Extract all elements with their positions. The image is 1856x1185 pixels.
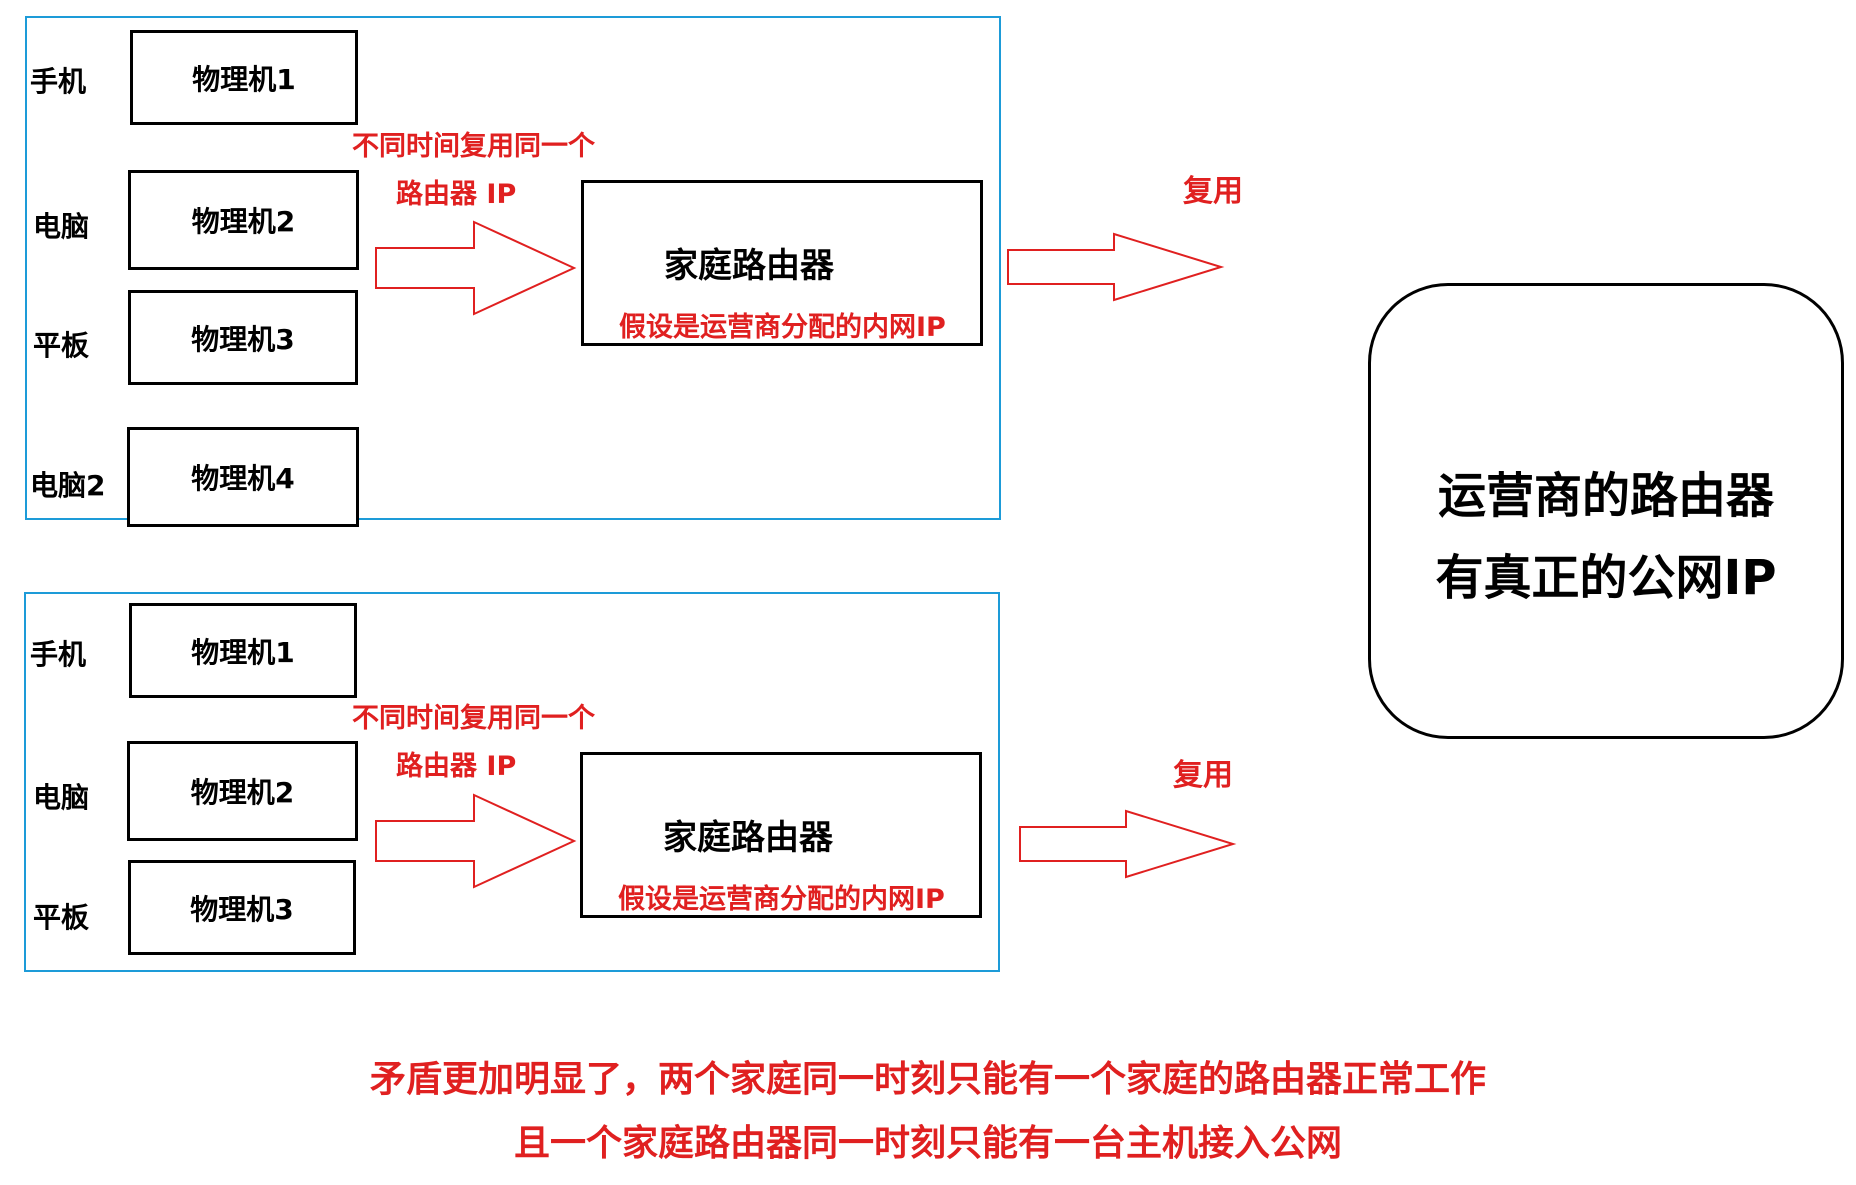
physical-machine-2: 物理机2	[127, 741, 358, 841]
home-router-1: 家庭路由器 假设是运营商分配的内网IP	[581, 180, 983, 346]
home-network-group-2	[24, 592, 1000, 972]
physical-machine-4: 物理机4	[127, 427, 359, 527]
home-router-2: 家庭路由器 假设是运营商分配的内网IP	[580, 752, 982, 918]
physical-machine-1: 物理机1	[130, 30, 358, 125]
physical-machine-3: 物理机3	[128, 290, 358, 385]
isp-router: 运营商的路由器 有真正的公网IP	[1368, 283, 1844, 739]
multiplex-note-line1: 不同时间复用同一个	[352, 703, 595, 734]
home-router-title: 家庭路由器	[663, 818, 833, 858]
reuse-label-1: 复用	[1183, 174, 1243, 209]
physical-machine-3: 物理机3	[128, 860, 356, 955]
device-label-computer-2: 电脑2	[30, 469, 106, 502]
device-label-computer: 电脑	[33, 781, 90, 814]
device-label-phone: 手机	[30, 65, 87, 98]
device-label-tablet: 平板	[33, 329, 90, 362]
physical-machine-1: 物理机1	[129, 603, 357, 698]
bottom-note-line1: 矛盾更加明显了，两个家庭同一时刻只能有一个家庭的路由器正常工作	[369, 1059, 1486, 1100]
arrow-router-to-isp-2	[1019, 809, 1237, 879]
bottom-note-line2: 且一个家庭路由器同一时刻只能有一台主机接入公网	[513, 1123, 1342, 1164]
multiplex-note-line2: 路由器 IP	[396, 751, 517, 782]
home-router-title: 家庭路由器	[664, 246, 834, 286]
device-label-tablet: 平板	[33, 901, 90, 934]
device-label-computer: 电脑	[33, 210, 90, 243]
reuse-label-2: 复用	[1173, 758, 1233, 793]
physical-machine-2: 物理机2	[128, 170, 359, 270]
arrow-devices-to-router-2	[375, 793, 577, 889]
router-ip-note: 假设是运营商分配的内网IP	[619, 312, 946, 343]
home-network-group-1	[25, 16, 1001, 520]
arrow-devices-to-router-1	[375, 220, 577, 316]
multiplex-note-line2: 路由器 IP	[396, 179, 517, 210]
multiplex-note-line1: 不同时间复用同一个	[352, 131, 595, 162]
device-label-phone: 手机	[30, 638, 87, 671]
isp-router-line2: 有真正的公网IP	[1435, 550, 1777, 606]
isp-router-line1: 运营商的路由器	[1437, 468, 1774, 524]
arrow-router-to-isp-1	[1007, 232, 1225, 302]
router-ip-note: 假设是运营商分配的内网IP	[618, 884, 945, 915]
